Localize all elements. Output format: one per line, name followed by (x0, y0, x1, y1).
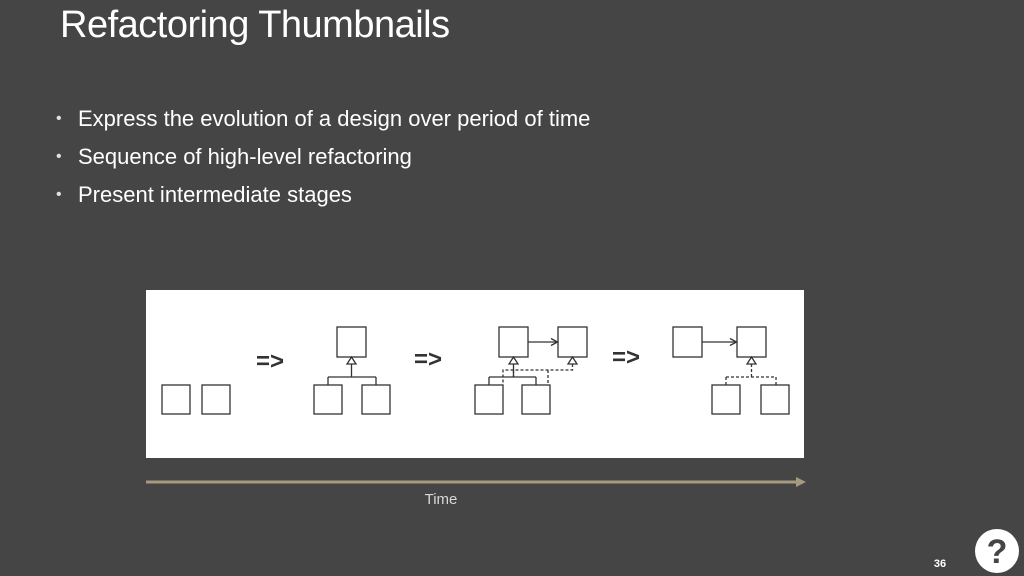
inheritance-triangle-icon (566, 355, 579, 365)
bullet-text: Express the evolution of a design over p… (78, 106, 591, 131)
association-arrow-icon (550, 337, 559, 347)
inheritance-line (327, 364, 377, 385)
transition-arrow: => (256, 348, 284, 375)
class-box (736, 326, 767, 358)
bullet-text: Present intermediate stages (78, 182, 352, 207)
slide-title: Refactoring Thumbnails (60, 4, 450, 46)
stage-1-classes (161, 384, 231, 415)
timeline-label: Time (424, 491, 458, 508)
stage-2-hierarchy (313, 326, 391, 415)
inheritance-triangle-icon (345, 355, 358, 365)
inheritance-line (488, 364, 537, 385)
bullet-icon: • (56, 110, 62, 127)
class-box (760, 384, 790, 415)
class-box (361, 384, 391, 415)
class-box (498, 326, 529, 358)
association-arrow-icon (729, 337, 738, 347)
class-box (313, 384, 343, 415)
class-box (672, 326, 703, 358)
bullet-item: • Present intermediate stages (56, 176, 590, 214)
bullet-list: • Express the evolution of a design over… (56, 100, 590, 214)
inheritance-triangle-icon (507, 355, 520, 365)
stage-4-hierarchy (672, 326, 790, 415)
bullet-icon: • (56, 148, 62, 165)
transition-arrow: => (612, 344, 640, 371)
bullet-text: Sequence of high-level refactoring (78, 144, 412, 169)
page-number: 36 (933, 558, 947, 570)
class-box (336, 326, 367, 358)
dashed-inheritance-line (502, 364, 574, 385)
class-box (161, 384, 191, 415)
class-box (521, 384, 551, 415)
question-mark-icon[interactable]: ? (974, 528, 1020, 574)
class-box (557, 326, 588, 358)
refactoring-diagram: => => => (146, 290, 804, 458)
dashed-inheritance-line (725, 364, 777, 385)
bullet-item: • Sequence of high-level refactoring (56, 138, 590, 176)
transition-arrow: => (414, 346, 442, 373)
svg-text:?: ? (987, 533, 1008, 571)
class-box (474, 384, 504, 415)
class-box (201, 384, 231, 415)
stage-3-hierarchy (474, 326, 588, 415)
class-box (711, 384, 741, 415)
bullet-icon: • (56, 186, 62, 203)
timeline-arrow (146, 477, 806, 487)
bullet-item: • Express the evolution of a design over… (56, 100, 590, 138)
inheritance-triangle-icon (745, 355, 758, 365)
